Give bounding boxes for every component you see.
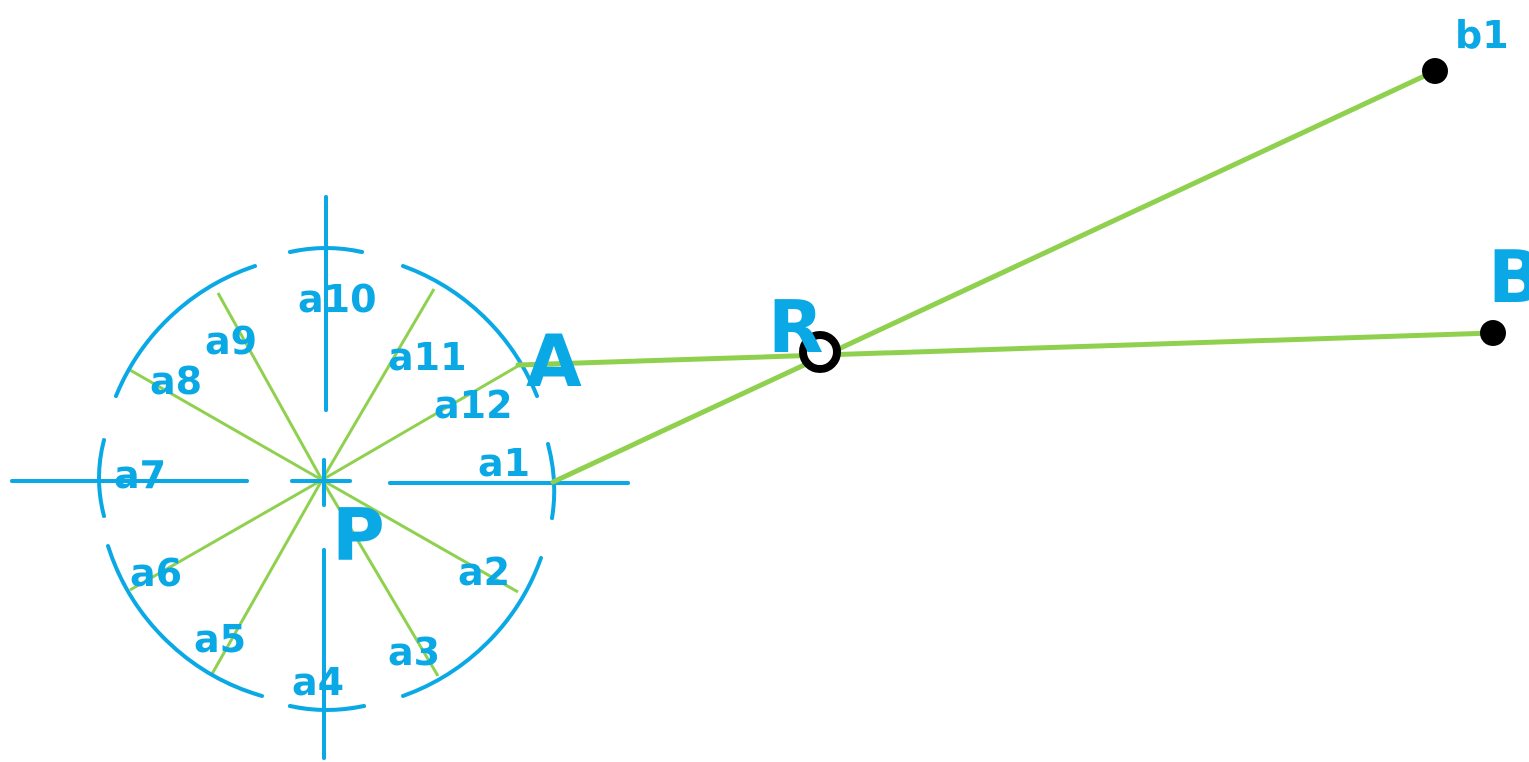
point-R (799, 331, 841, 373)
label-R: R (768, 285, 823, 369)
ray-a3 (320, 479, 440, 677)
radial-rays (129, 288, 519, 677)
label-a5: a5 (194, 617, 246, 661)
line-a1-to-b1 (550, 69, 1436, 485)
label-a4: a4 (292, 660, 344, 704)
ray-a8 (129, 368, 323, 482)
ray-a12 (321, 364, 519, 482)
labels: P R A B b1 a1 a2 a3 a4 a5 a6 a7 a8 a9 a1… (114, 13, 1529, 704)
label-a2: a2 (458, 550, 510, 594)
label-a8: a8 (150, 359, 202, 403)
label-a12: a12 (434, 383, 513, 427)
line-A-to-B (515, 330, 1496, 368)
label-a7: a7 (114, 453, 166, 497)
main-lines (515, 69, 1496, 485)
arc-top-right (401, 264, 539, 398)
label-P: P (332, 493, 385, 577)
ray-a11 (320, 288, 436, 481)
label-a11: a11 (388, 335, 467, 379)
ray-a6 (129, 478, 323, 592)
arc-bottom-left (106, 544, 264, 698)
label-a3: a3 (388, 630, 440, 674)
arc-left (97, 438, 106, 518)
circle-arcs (97, 246, 557, 712)
arc-bottom-right (401, 556, 543, 698)
label-b1: b1 (1455, 13, 1509, 57)
crosshairs (10, 195, 630, 760)
arc-top-left (114, 264, 257, 398)
label-a1: a1 (478, 441, 530, 485)
ray-a9 (216, 292, 324, 481)
ray-a5 (210, 479, 324, 675)
point-b1 (1422, 58, 1448, 84)
label-a10: a10 (298, 277, 377, 321)
arc-top (288, 246, 364, 254)
point-B (1480, 320, 1506, 346)
ray-a2 (321, 478, 519, 594)
arc-bottom (288, 704, 366, 712)
label-a9: a9 (205, 319, 257, 363)
label-a6: a6 (130, 551, 182, 595)
label-B: B (1488, 235, 1529, 319)
label-A: A (526, 319, 582, 403)
